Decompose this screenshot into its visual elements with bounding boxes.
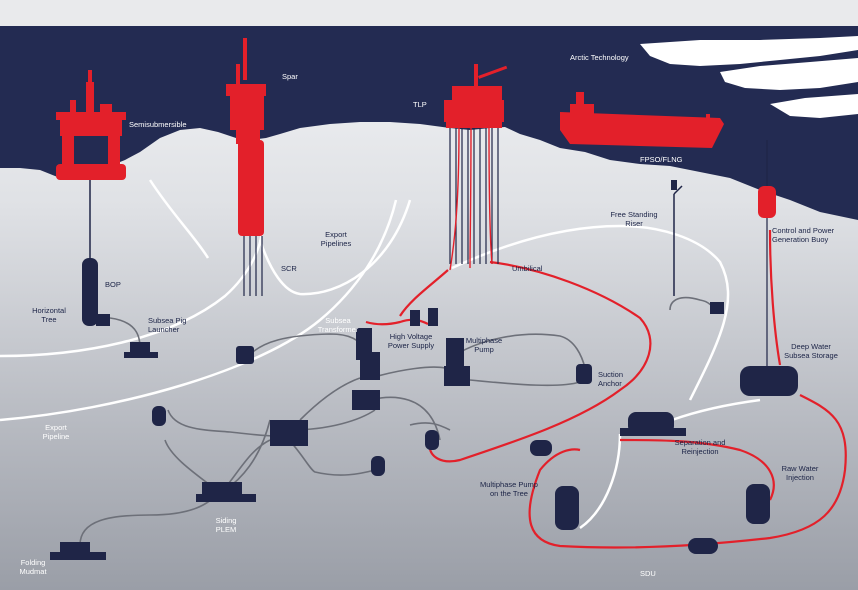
- label-umbilical: Umbilical: [512, 264, 543, 273]
- top-band: [0, 0, 858, 26]
- label-scr: SCR: [281, 264, 297, 273]
- fpso-flng-vessel: [560, 92, 724, 148]
- label-control-power-buoy: Control and Power Generation Buoy: [772, 226, 835, 244]
- subsea-transformer: [236, 346, 254, 364]
- sdu: [688, 538, 718, 554]
- multiphase-pump: [446, 338, 464, 368]
- tlp-platform: [444, 64, 508, 128]
- label-folding-mudmat: Folding Mudmat: [19, 558, 47, 576]
- tlp-risers: [449, 127, 493, 271]
- raw-water-injection: [746, 484, 770, 524]
- label-sdu: SDU: [640, 569, 656, 578]
- label-tlp: TLP: [413, 100, 427, 109]
- spar-platform: [226, 38, 266, 236]
- red-umbilicals: [365, 229, 847, 549]
- label-subsea-transformer: Subsea Transformer: [317, 316, 359, 334]
- pig-launcher: [130, 342, 150, 354]
- control-power-buoy: [758, 140, 776, 370]
- label-multiphase-pump-on-the-tree: Multiphase Pump on the Tree: [480, 480, 538, 498]
- label-suction-anchor: Suction Anchor: [598, 370, 624, 388]
- label-arctic-technology: Arctic Technology: [570, 53, 629, 62]
- spar-tendons: [243, 236, 263, 296]
- ocean-surface: [0, 26, 858, 220]
- label-export-pipeline: Export Pipeline: [42, 423, 70, 441]
- label-raw-water-injection: Raw Water Injection: [781, 464, 819, 482]
- folding-mudmat: [60, 542, 90, 554]
- multiphase-pump-tree: [530, 440, 552, 456]
- label-semisubmersible: Semisubmersible: [129, 120, 187, 129]
- label-spar: Spar: [282, 72, 298, 81]
- bop-stack: [82, 258, 98, 326]
- label-separation-reinjection: Separation and Reinjection: [674, 438, 726, 456]
- label-export-pipelines: Export Pipelines: [320, 230, 352, 248]
- suction-anchor: [576, 364, 592, 384]
- siding-plem: [202, 482, 242, 496]
- free-standing-riser: [671, 180, 683, 296]
- label-deep-water-subsea-storage: Deep Water Subsea Storage: [784, 342, 838, 360]
- hv-power-supply: [410, 310, 420, 326]
- white-flowlines: [0, 179, 761, 530]
- label-multiphase-pump: Multiphase Pump: [465, 336, 503, 354]
- semisubmersible-platform: [56, 70, 126, 180]
- label-siding-plem: Siding PLEM: [215, 516, 237, 534]
- label-fpso-flng: FPSO/FLNG: [640, 155, 683, 164]
- tlp-tendons: [449, 128, 499, 264]
- label-free-standing-riser: Free Standing Riser: [610, 210, 658, 228]
- label-high-voltage-power-supply: High Voltage Power Supply: [387, 332, 435, 350]
- arctic-ice: [640, 36, 858, 118]
- label-horizontal-tree: Horizontal Tree: [32, 306, 66, 324]
- label-bop: BOP: [105, 280, 121, 289]
- deep-water-storage: [740, 366, 798, 396]
- subsea-equipment: [50, 258, 798, 560]
- horizontal-tree: [96, 314, 110, 326]
- label-subsea-pig-launcher: Subsea Pig Launcher: [148, 316, 187, 334]
